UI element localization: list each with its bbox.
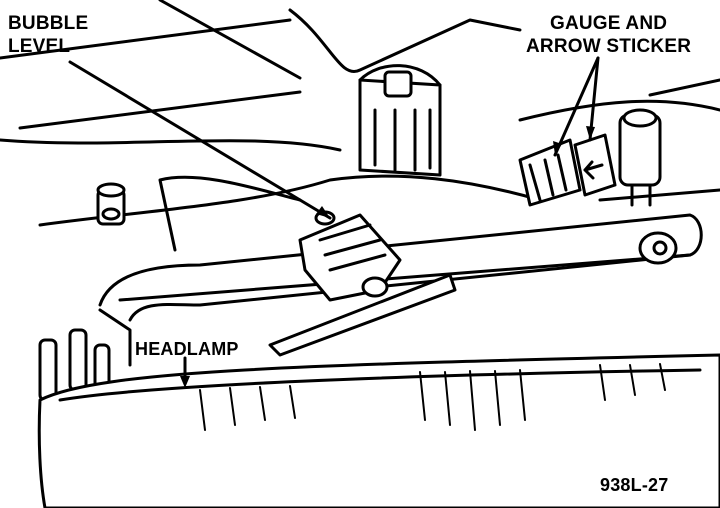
right-lower-line bbox=[598, 188, 720, 202]
gauge-sticker-label-line-2: ARROW STICKER bbox=[526, 36, 692, 57]
bubble-level-arrowhead bbox=[316, 206, 330, 218]
radiator-panel-line bbox=[38, 174, 542, 227]
crossbar-lower-edge bbox=[118, 253, 692, 302]
inner-panel-line bbox=[158, 175, 302, 252]
bubble-level-label-line-1: BUBBLE bbox=[8, 13, 89, 34]
headlamp-lens-hatching bbox=[199, 363, 666, 431]
upper-fender-line bbox=[288, 8, 522, 74]
body-contour-line bbox=[0, 138, 342, 152]
left-pins bbox=[38, 308, 132, 402]
lower-bracket bbox=[268, 273, 457, 357]
headlamp-arrowhead bbox=[180, 376, 190, 388]
right-panel-line bbox=[518, 78, 720, 122]
bubble-level-leader bbox=[68, 60, 332, 220]
gauge-sticker-label-line-1: GAUGE AND bbox=[549, 13, 668, 34]
figure-number: 938L-27 bbox=[600, 475, 669, 495]
gauge-sticker-label: GAUGE AND ARROW STICKER bbox=[526, 12, 691, 58]
headlamp-label: HEADLAMP bbox=[135, 339, 239, 359]
left-stud bbox=[96, 182, 126, 226]
bubble-level-label: BUBBLE LEVEL bbox=[8, 12, 88, 58]
headlamp-body bbox=[37, 353, 720, 508]
gauge-sticker-graphic bbox=[518, 133, 617, 207]
bubble-level-device bbox=[298, 210, 402, 302]
crossbar bbox=[98, 213, 703, 322]
upper-mount-bracket bbox=[358, 64, 442, 177]
gauge-arrowhead-left bbox=[553, 141, 562, 155]
headlamp-lens-border bbox=[58, 368, 702, 402]
bubble-level-label-line-2: LEVEL bbox=[8, 36, 71, 57]
gauge-leader-right bbox=[588, 56, 600, 142]
gauge-arrowhead-right bbox=[586, 126, 595, 140]
adjuster-stud bbox=[618, 108, 662, 207]
hood-edge-line bbox=[0, 0, 302, 130]
crossbar-end-eye bbox=[638, 231, 678, 265]
gauge-leader-left bbox=[553, 56, 600, 157]
